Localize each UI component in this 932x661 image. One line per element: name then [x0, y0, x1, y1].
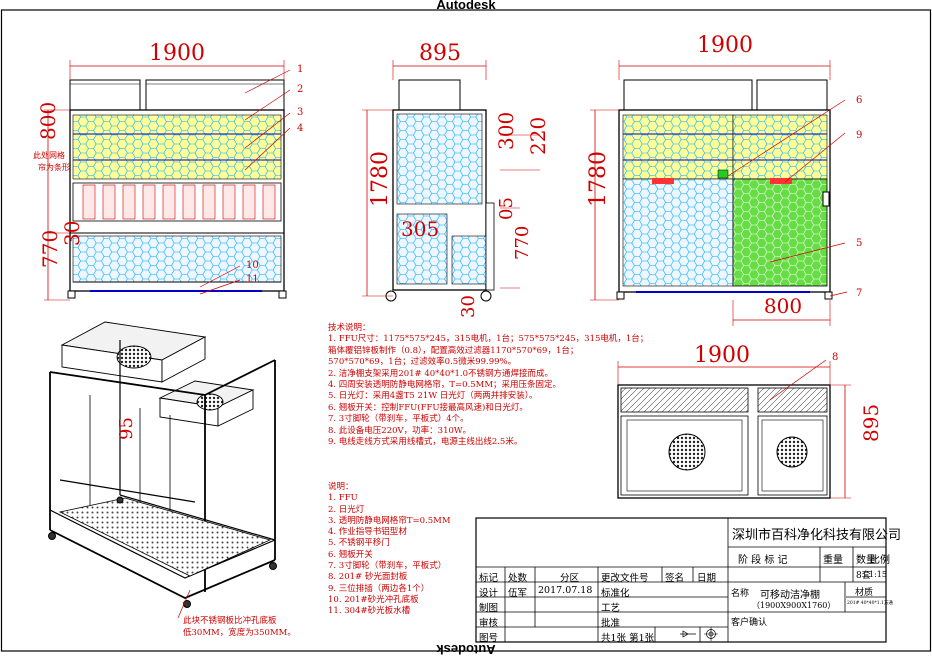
dim-220: 220	[526, 117, 550, 155]
dim-front-width: 1900	[149, 41, 205, 66]
parts-note-line: 2. 日光灯	[328, 504, 365, 515]
tech-note-line: 9. 电线走线方式采用线槽式，电源主线出线2.5米。	[328, 437, 523, 448]
sheet-border	[0, 9, 932, 652]
col-change-no: 更改文件号	[601, 573, 649, 584]
tech-note-line: 箱体覆铝锌板制作（0.8），配置高效过滤器1170*570*69，1台；	[328, 345, 579, 356]
approve-label: 批准	[601, 618, 621, 629]
col-count: 处数	[508, 573, 528, 584]
dim-iso: 95	[116, 417, 137, 440]
dim-plan-width: 1900	[694, 343, 750, 368]
iso-note-2: 低30MM，宽度为350MM。	[183, 627, 296, 638]
tech-note-line: 4. 四周安装透明防静电网格帘，T=0.5MM；采用压条固定。	[328, 380, 562, 391]
scale-value: 1:15	[869, 570, 887, 579]
company-name: 深圳市百科净化科技有限公司	[732, 528, 902, 543]
plan-view	[617, 359, 851, 499]
dim-300: 300	[494, 112, 518, 150]
product-name: 可移动洁净棚	[760, 590, 820, 601]
tech-note-line: 1. FFU尺寸：1175*575*245，315电机，1台；575*575*2…	[328, 334, 649, 345]
dim-05: 05	[496, 197, 517, 220]
qty-value: 8套	[856, 571, 871, 581]
technical-notes: 技术说明： 1. FFU尺寸：1175*575*245，315电机，1台；575…	[328, 323, 648, 448]
callout-8: 8	[832, 352, 838, 363]
standardization-label: 标准化	[601, 588, 630, 599]
parts-notes: 说明： 1. FFU 2. 日光灯 3. 透明防静电网格帘T=0.5MM 4. …	[328, 482, 451, 618]
iso-note-1: 此块不锈钢板比冲孔底板	[183, 615, 277, 626]
front-view	[44, 60, 291, 301]
dim-800: 800	[36, 102, 60, 140]
callout-3: 3	[297, 107, 303, 118]
top-banner: Autodesk	[436, 0, 496, 12]
side-view	[362, 60, 540, 302]
material-label: 材质	[855, 588, 874, 598]
callout-4: 4	[297, 123, 303, 134]
dim-30-side: 30	[458, 295, 479, 318]
drawing-no-label: 图号	[479, 633, 499, 644]
dim-305: 305	[401, 217, 439, 241]
tech-note-line: 7. 3寸脚轮（带刹车，平板式）4个。	[328, 414, 469, 425]
callout-7: 7	[856, 288, 862, 299]
callout-10: 10	[246, 260, 259, 271]
parts-note-line: 1. FFU	[328, 493, 358, 504]
tech-note-line: 2. 洁净棚支架采用201# 40*40*1.0不锈钢方通焊接而成。	[328, 368, 554, 379]
dim-1780-left: 1780	[368, 151, 393, 207]
col-date: 日期	[697, 573, 717, 584]
product-size: （1900X900X1760）	[752, 601, 836, 610]
check-label: 审核	[479, 618, 499, 629]
left-note-2: 帘为条形	[38, 162, 70, 172]
callout-9: 9	[856, 130, 862, 141]
designer-name: 伍军	[508, 588, 528, 599]
tech-note-line: 570*570*69，1台；过滤效率0.5微米99.99%。	[328, 357, 517, 368]
qty-label: 数量	[856, 555, 876, 566]
parts-note-line: 7. 3寸脚轮（带刹车，平板式）	[328, 561, 447, 572]
dim-right-width: 1900	[697, 33, 753, 58]
callout-2: 2	[297, 84, 303, 95]
col-sign: 签名	[665, 573, 685, 584]
parts-note-line: 8. 201# 砂光面封板	[328, 572, 408, 583]
parts-note-line: 4. 作业指导书铝型材	[328, 527, 407, 538]
design-label: 设计	[479, 588, 499, 599]
parts-note-line: 6. 翘板开关	[328, 549, 373, 560]
design-date: 2017.07.18	[538, 585, 593, 596]
left-note-1: 此处网格	[33, 150, 65, 160]
col-zone: 分区	[560, 573, 580, 584]
callout-5: 5	[856, 238, 862, 249]
dim-895-plan: 895	[859, 404, 883, 442]
parts-note-line: 11. 304#砂光板水槽	[328, 606, 411, 617]
name-label: 名称	[731, 589, 750, 599]
parts-notes-title: 说明：	[328, 482, 354, 492]
dim-1780-right: 1780	[586, 151, 611, 207]
isometric-view	[48, 321, 277, 619]
col-mark: 标记	[479, 573, 499, 584]
callout-1: 1	[297, 64, 303, 75]
stage-label: 阶 段 标 记	[738, 555, 788, 566]
dim-770-side: 770	[512, 226, 533, 260]
callout-11: 11	[246, 274, 259, 285]
dim-800-right: 800	[764, 294, 802, 318]
tech-note-line: 8. 此设备电压220V，功率：310W。	[328, 425, 472, 436]
scale-label: 比例	[870, 555, 890, 566]
tech-note-line: 6. 翘板开关：控制FFU(FFU接最高风速)和日光灯。	[328, 402, 528, 413]
drawing-label: 制图	[479, 603, 499, 614]
parts-note-line: 5. 不锈钢平移门	[328, 538, 390, 549]
weight-label: 重量	[823, 555, 843, 566]
callout-6: 6	[856, 95, 862, 106]
dim-30: 30	[60, 221, 84, 246]
parts-note-line: 3. 透明防静电网格帘T=0.5MM	[328, 515, 451, 526]
parts-note-line: 9. 三位排插（两边各1个）	[328, 583, 430, 594]
sheet-count: 共1张 第1张	[601, 633, 655, 644]
tech-note-line: 5. 日光灯：采用4盏T5 21W 日光灯（两两并排安装）。	[328, 391, 538, 402]
parts-note-line: 10. 201#砂光冲孔底板	[328, 594, 419, 605]
craft-label: 工艺	[601, 603, 621, 614]
dim-770: 770	[38, 230, 62, 268]
dim-side-width: 895	[419, 41, 461, 66]
right-view	[590, 60, 848, 326]
material-value: 201# 40*40*1.1方通	[847, 601, 893, 606]
title-block	[475, 517, 887, 643]
customer-confirm: 客户确认	[731, 618, 768, 628]
technical-notes-title: 技术说明：	[328, 323, 371, 333]
